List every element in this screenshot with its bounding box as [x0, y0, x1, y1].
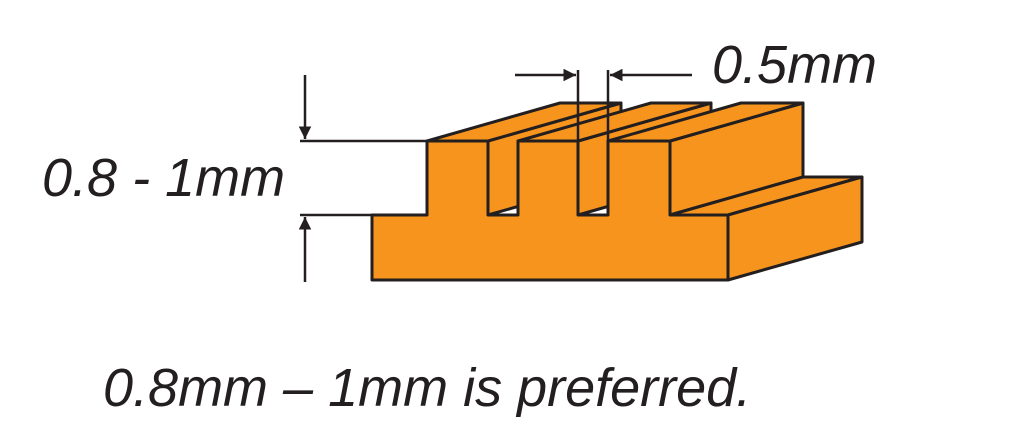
- caption: 0.8mm – 1mm is preferred.: [103, 358, 751, 418]
- rib-height-label: 0.8 - 1mm: [42, 148, 285, 208]
- ribbed-part: [370, 101, 864, 282]
- dimension-lines: [298, 68, 692, 282]
- slot-width-label: 0.5mm: [712, 35, 877, 95]
